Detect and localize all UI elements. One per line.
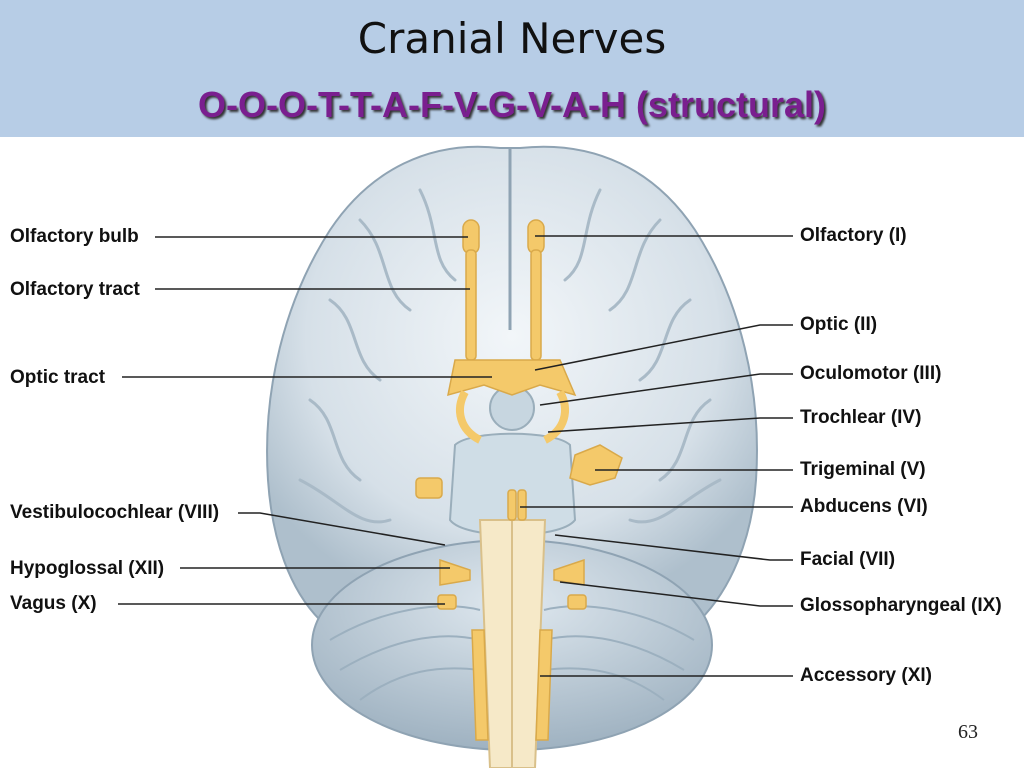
label-oculomotor: Oculomotor (III) [800,363,942,384]
olfactory-bulb-right [527,219,545,255]
label-optic: Optic (II) [800,314,878,335]
slide-header [0,0,1024,137]
label-glossopharyngeal: Glossopharyngeal (IX) [800,595,1002,616]
brain-diagram [118,145,793,768]
label-optic-tract: Optic tract [10,367,106,388]
label-olfactory-bulb: Olfactory bulb [10,226,139,247]
pons [448,432,577,536]
label-hypoglossal: Hypoglossal (XII) [10,558,165,579]
label-accessory: Accessory (XI) [800,665,933,686]
slide-title: Cranial Nerves [357,14,667,63]
label-trochlear: Trochlear (IV) [800,407,922,428]
page-number: 63 [958,721,978,743]
label-trigeminal: Trigeminal (V) [800,459,926,480]
label-facial: Facial (VII) [800,549,896,570]
label-vagus: Vagus (X) [10,593,97,614]
label-olfactory: Olfactory (I) [800,225,907,246]
slide-subtitle: O-O-O-T-T-A-F-V-G-V-A-H (structural) [198,84,826,125]
label-vestibulocochlear: Vestibulocochlear (VIII) [10,502,220,523]
trigeminal-nerve [569,444,623,486]
label-abducens: Abducens (VI) [800,496,928,517]
label-olfactory-tract: Olfactory tract [10,279,140,300]
